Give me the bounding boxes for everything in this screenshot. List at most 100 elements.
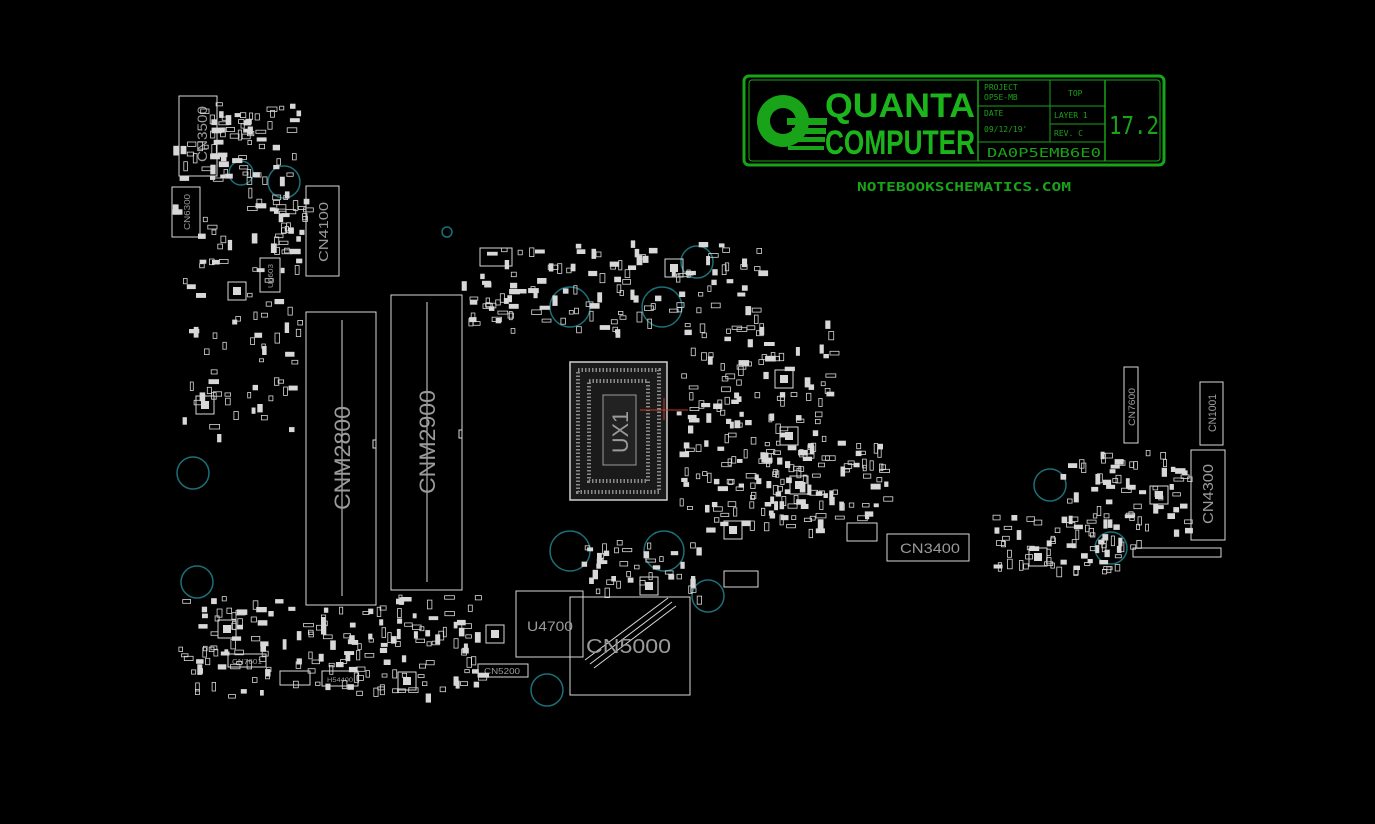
- smd-pad: [464, 669, 470, 674]
- smd-pad: [681, 477, 688, 482]
- smd-pad: [745, 306, 752, 316]
- smd-pad: [721, 462, 732, 468]
- smd-pad: [720, 409, 726, 416]
- smd-pad: [740, 264, 748, 270]
- smd-pad: [444, 611, 455, 617]
- smd-pad: [765, 355, 776, 362]
- label-cn5200: CN5200: [484, 667, 521, 676]
- smd-pad: [728, 432, 737, 438]
- smd-pad: [754, 392, 761, 399]
- label-cnm2800: CNM2800: [330, 406, 355, 510]
- smd-pad: [419, 626, 425, 632]
- smd-pad: [469, 296, 479, 301]
- smd-pad: [749, 520, 755, 531]
- smd-pad: [234, 649, 244, 656]
- smd-pad: [1145, 523, 1149, 532]
- smd-pad: [611, 576, 617, 582]
- smd-pad: [701, 402, 711, 408]
- smd-pad: [856, 442, 862, 450]
- smd-pad: [240, 123, 245, 129]
- smd-pad: [616, 284, 622, 293]
- ic-thermal-pad: [223, 625, 231, 633]
- smd-pad: [1110, 535, 1115, 547]
- cn7600-outline: [1123, 366, 1139, 444]
- smd-pad: [232, 158, 243, 164]
- smd-pad: [191, 669, 197, 675]
- smd-pad: [1169, 483, 1174, 490]
- smd-pad: [862, 458, 867, 469]
- smd-pad: [724, 262, 730, 272]
- smd-pad: [286, 172, 294, 177]
- smd-pad: [296, 631, 302, 641]
- smd-pad: [357, 643, 362, 650]
- smd-pad: [714, 517, 720, 523]
- smd-pad: [1152, 485, 1159, 491]
- smd-pad: [870, 483, 881, 490]
- smd-pad: [470, 656, 477, 666]
- smd-pad: [296, 110, 302, 117]
- label-u6603: U6603: [268, 264, 275, 288]
- smd-pad: [597, 552, 602, 563]
- smd-pad: [373, 687, 379, 697]
- smd-pad: [401, 672, 407, 678]
- smd-pad: [1023, 563, 1029, 570]
- smd-pad: [508, 311, 513, 321]
- smd-pad: [750, 436, 757, 445]
- smd-pad: [600, 560, 608, 564]
- smd-pad: [763, 371, 769, 380]
- smd-pad: [1068, 515, 1073, 525]
- smd-pad: [1079, 459, 1085, 469]
- smd-pad: [724, 434, 729, 444]
- smd-pad: [1115, 474, 1122, 484]
- smd-pad: [351, 640, 359, 645]
- smd-pad: [742, 258, 748, 268]
- smd-pad: [212, 391, 222, 397]
- smd-pad: [203, 144, 209, 150]
- smd-pad: [285, 209, 297, 215]
- smd-pad: [364, 653, 375, 658]
- smd-pad: [731, 325, 743, 330]
- smd-pad: [273, 377, 280, 386]
- smd-pad: [695, 473, 701, 480]
- smd-pad: [683, 442, 690, 449]
- smd-pad: [484, 282, 492, 288]
- smd-pad: [292, 680, 299, 689]
- smd-pad: [1106, 484, 1116, 489]
- ic-package: [1028, 547, 1048, 567]
- smd-pad: [778, 352, 785, 362]
- smd-pad: [418, 663, 426, 669]
- smd-pad: [1103, 519, 1108, 529]
- smd-pad: [853, 462, 860, 468]
- smd-pad: [735, 486, 744, 491]
- smd-pad: [387, 632, 392, 643]
- smd-pad: [798, 466, 805, 472]
- smd-pad: [236, 624, 243, 630]
- smd-pad: [250, 337, 255, 345]
- smd-pad: [689, 392, 694, 401]
- label-cn4100: CN4100: [316, 202, 331, 262]
- smd-pad: [183, 161, 188, 172]
- smd-pad: [825, 373, 837, 378]
- smd-pad: [426, 641, 432, 647]
- smd-pad: [1101, 453, 1106, 464]
- smd-pad: [722, 247, 730, 253]
- smd-pad: [819, 500, 824, 510]
- smd-pad: [377, 686, 385, 691]
- smd-pad: [595, 251, 602, 258]
- smd-pad: [269, 207, 276, 212]
- smd-pad: [570, 263, 576, 272]
- smd-pad: [818, 397, 823, 407]
- smd-pad: [636, 255, 643, 266]
- mount-hole-icon: [643, 530, 685, 572]
- ic-package: [779, 426, 799, 446]
- smd-pad: [726, 328, 731, 334]
- ic-thermal-pad: [785, 432, 793, 440]
- smd-pad: [303, 198, 310, 205]
- smd-pad: [399, 597, 404, 605]
- smd-pad: [1180, 474, 1190, 479]
- rev-label: REV. C: [1054, 129, 1083, 138]
- smd-pad: [230, 663, 241, 670]
- smd-pad: [619, 561, 629, 567]
- smd-pad: [687, 505, 693, 510]
- smd-pad: [1102, 479, 1112, 486]
